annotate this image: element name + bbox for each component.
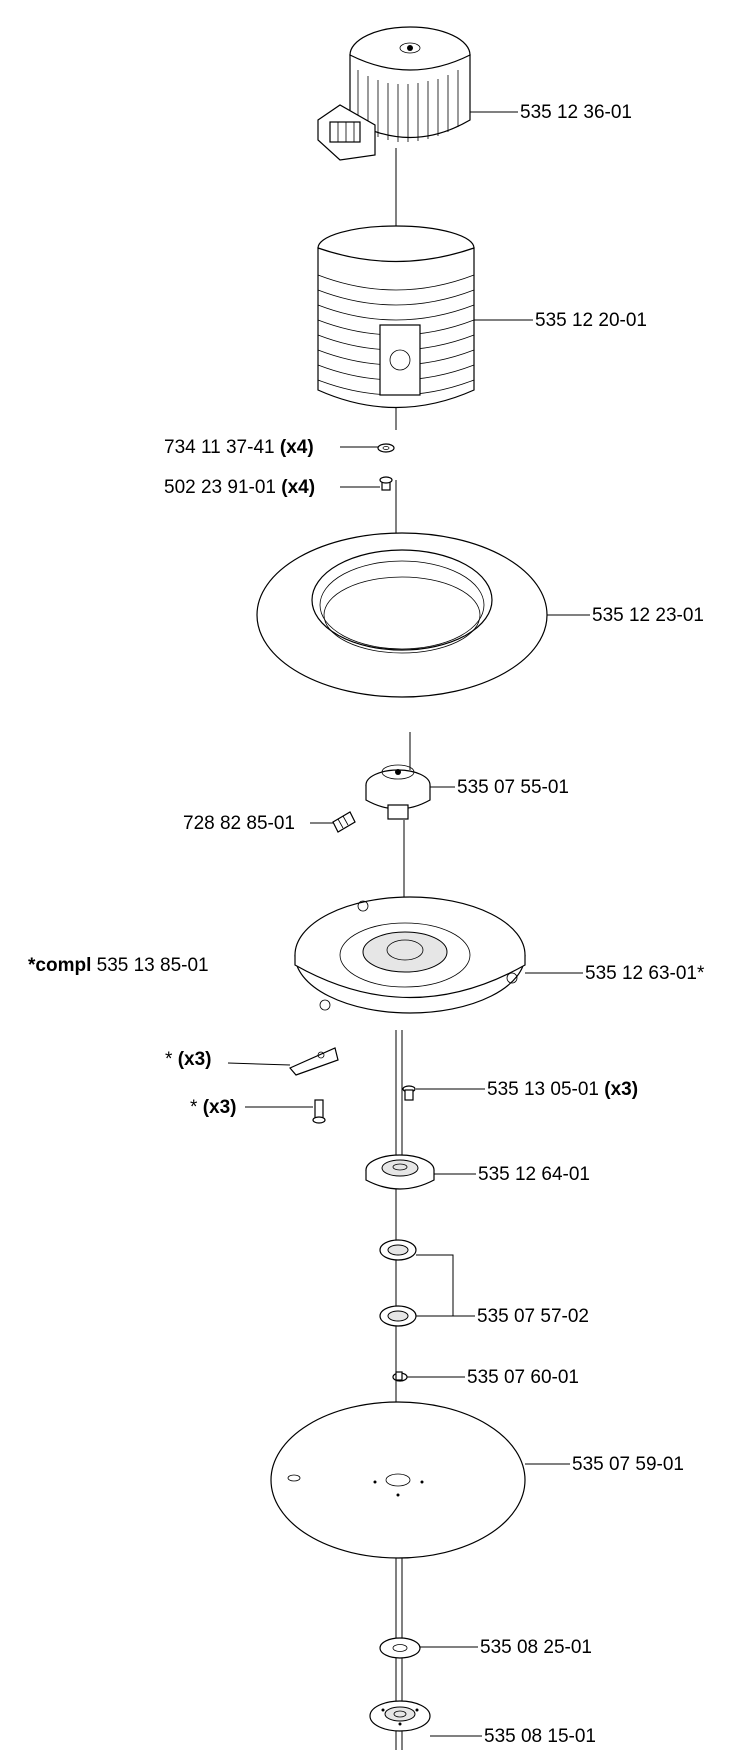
- screw-4-part: [379, 476, 393, 491]
- label-blade-disc: 535 12 63-01*: [585, 963, 705, 984]
- label-screw-3: 535 13 05-01 (x3): [487, 1079, 638, 1100]
- label-washer: 535 08 25-01: [480, 1637, 592, 1658]
- label-compl: *compl 535 13 85-01: [28, 955, 209, 976]
- small-screw-part: [392, 1371, 408, 1382]
- label-screw-4: 502 23 91-01 (x4): [164, 477, 315, 498]
- washer-part: [379, 1637, 421, 1659]
- label-bearings: 535 07 57-02: [477, 1306, 589, 1327]
- label-bearing-housing: 535 12 64-01: [478, 1164, 590, 1185]
- washer-4-part: [377, 443, 395, 453]
- part-labels: 535 12 36-01 535 12 20-01 734 11 37-41 (…: [28, 102, 705, 1747]
- label-motor: 535 12 36-01: [520, 102, 632, 123]
- slide-plate-part: [270, 1401, 526, 1559]
- blade-part: [289, 1047, 339, 1076]
- label-blade-screw: * (x3): [190, 1097, 236, 1118]
- bearing-housing-part: [365, 1154, 435, 1190]
- bottom-bushing-part: [369, 1700, 431, 1732]
- label-bottom-bushing: 535 08 15-01: [484, 1726, 596, 1747]
- label-small-screw: 535 07 60-01: [467, 1367, 579, 1388]
- bearings-part: [379, 1239, 417, 1327]
- label-ring-cover: 535 12 23-01: [592, 605, 704, 626]
- label-housing: 535 12 20-01: [535, 310, 647, 331]
- label-hub: 535 07 55-01: [457, 777, 569, 798]
- blade-screw-part: [312, 1099, 326, 1124]
- housing-part: [317, 225, 475, 408]
- blade-disc-part: [294, 896, 526, 1014]
- motor-part: [317, 26, 471, 161]
- screw-3-part: [402, 1085, 416, 1101]
- ring-cover-part: [256, 532, 548, 698]
- label-slide-plate: 535 07 59-01: [572, 1454, 684, 1475]
- hub-part: [365, 764, 431, 820]
- leader-lines: [227, 111, 590, 1737]
- set-screw-part: [332, 811, 356, 833]
- label-blade: * (x3): [165, 1049, 211, 1070]
- label-set-screw: 728 82 85-01: [183, 813, 295, 834]
- label-washer-4: 734 11 37-41 (x4): [164, 437, 314, 458]
